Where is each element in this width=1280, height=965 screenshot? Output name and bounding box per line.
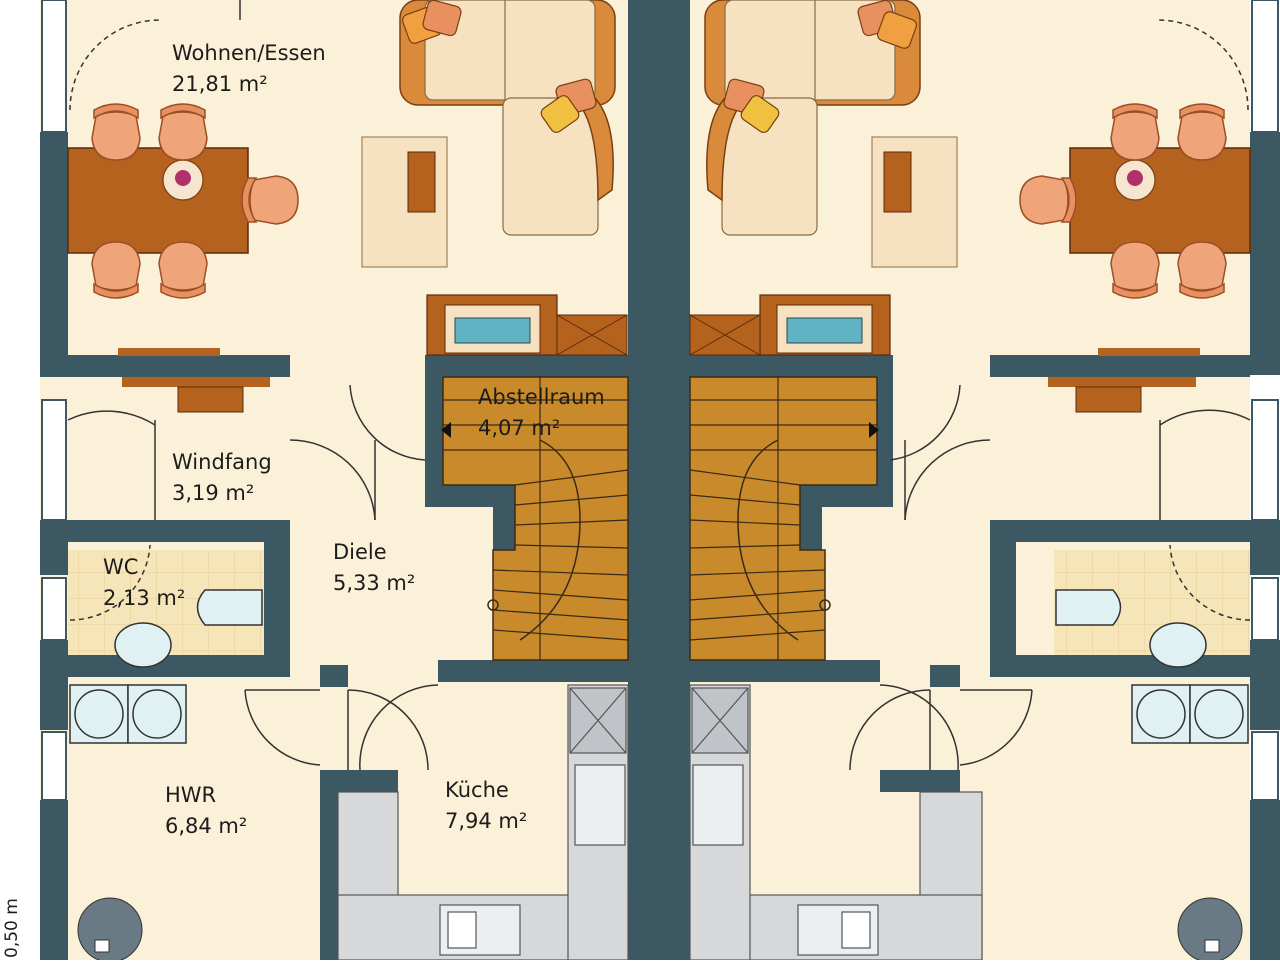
staircase-right bbox=[689, 376, 879, 661]
room-area: 5,33 m² bbox=[333, 571, 416, 595]
tv-unit-left bbox=[426, 294, 628, 356]
room-name: Abstellraum bbox=[478, 385, 605, 409]
wc-fixtures-left bbox=[114, 589, 263, 668]
room-label-hwr: HWR 6,84 m² bbox=[165, 780, 247, 842]
kitchen-left bbox=[337, 684, 629, 961]
room-label-kueche: Küche 7,94 m² bbox=[445, 775, 527, 837]
dining-table-right bbox=[1069, 147, 1251, 254]
dining-table-left bbox=[67, 147, 249, 254]
room-area: 2,13 m² bbox=[103, 586, 186, 610]
room-label-windfang: Windfang 3,19 m² bbox=[172, 447, 272, 509]
tv-unit-right bbox=[689, 294, 891, 356]
room-label-diele: Diele 5,33 m² bbox=[333, 537, 415, 599]
side-dimension-label: 0,50 m bbox=[2, 898, 22, 958]
remote-left bbox=[407, 151, 436, 213]
room-name: Küche bbox=[445, 778, 509, 802]
room-name: HWR bbox=[165, 783, 217, 807]
room-name: WC bbox=[103, 555, 139, 579]
room-label-abstellraum: Abstellraum 4,07 m² bbox=[478, 382, 605, 444]
bench-left bbox=[177, 386, 244, 413]
wardrobe-left bbox=[122, 377, 270, 387]
boiler-left bbox=[77, 897, 143, 963]
room-area: 21,81 m² bbox=[172, 72, 268, 96]
remote-right bbox=[883, 151, 912, 213]
sofa-left bbox=[399, 0, 616, 236]
room-area: 7,94 m² bbox=[445, 809, 528, 833]
shelf-right bbox=[1098, 348, 1200, 356]
windows bbox=[41, 0, 1279, 801]
washers-right bbox=[1131, 684, 1249, 744]
boiler-right bbox=[1177, 897, 1243, 963]
room-area: 6,84 m² bbox=[165, 814, 248, 838]
sofa-right bbox=[704, 0, 921, 236]
wardrobe-right bbox=[1048, 377, 1196, 387]
door-swings bbox=[67, 0, 1251, 771]
room-label-wohnen: Wohnen/Essen 21,81 m² bbox=[172, 38, 326, 100]
room-name: Windfang bbox=[172, 450, 272, 474]
room-label-wc: WC 2,13 m² bbox=[103, 552, 185, 614]
staircase-left bbox=[441, 376, 629, 661]
room-area: 4,07 m² bbox=[478, 416, 561, 440]
room-name: Diele bbox=[333, 540, 387, 564]
room-area: 3,19 m² bbox=[172, 481, 255, 505]
room-name: Wohnen/Essen bbox=[172, 41, 326, 65]
kitchen-right bbox=[689, 684, 983, 961]
washers-left bbox=[69, 684, 187, 744]
wc-fixtures-right bbox=[1055, 589, 1207, 668]
bench-right bbox=[1075, 386, 1142, 413]
shelf-left bbox=[118, 348, 220, 356]
walls bbox=[40, 0, 1280, 960]
